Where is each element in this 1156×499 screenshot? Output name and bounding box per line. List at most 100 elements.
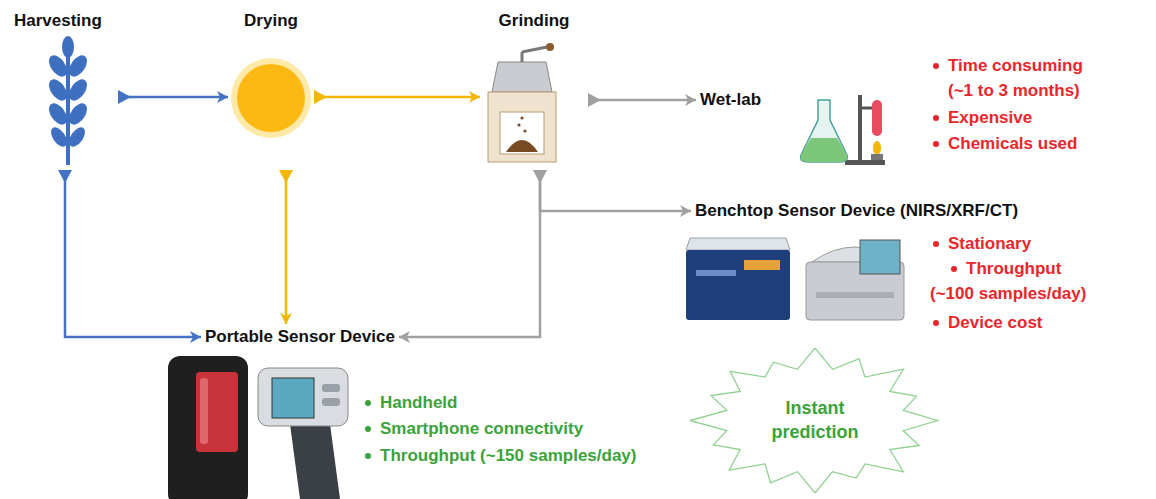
bullet-text: Stationary	[948, 231, 1031, 256]
stand-rod	[858, 95, 862, 161]
device-screen	[272, 378, 314, 418]
bullet-dot	[951, 266, 957, 272]
bullet-dot	[933, 115, 939, 121]
device-body	[686, 250, 790, 320]
grinder-shaft	[521, 52, 524, 62]
device-screen	[860, 240, 900, 274]
flow-arrow	[399, 170, 540, 337]
bullet-item: Handheld	[380, 390, 457, 415]
stand-base	[845, 160, 885, 165]
device-highlight	[200, 378, 208, 444]
bullet-dot	[933, 320, 939, 326]
node-text: Instant prediction	[755, 397, 875, 444]
wheat-grain	[45, 76, 70, 104]
flow-arrow	[314, 96, 480, 99]
bullet-text: Device cost	[948, 310, 1043, 335]
burner	[871, 154, 883, 160]
bullet-dot	[365, 426, 371, 432]
benchtop-nir-device	[686, 238, 790, 320]
sun-disc	[237, 64, 305, 132]
bullet-item: Chemicals used	[948, 131, 1077, 156]
lab-glassware-icon	[801, 95, 885, 165]
wheat-stem	[66, 50, 70, 165]
handheld-nir-device	[168, 356, 248, 499]
flask	[801, 100, 848, 162]
grinder-body	[488, 92, 556, 162]
stage-heading: Drying	[228, 8, 314, 170]
wheat-grain	[66, 125, 88, 150]
method-heading: Benchtop Sensor Device (NIRS/XRF/CT)	[691, 198, 1022, 224]
node-text: Benchtop Sensor Device (NIRS/XRF/CT)	[695, 200, 1018, 222]
powder-grain	[520, 116, 523, 119]
sun-glow	[231, 58, 311, 138]
bullet-item: Expensive	[948, 105, 1032, 130]
bullet-dot	[365, 400, 371, 406]
bullet-item: Device cost	[948, 310, 1043, 335]
node-text: Drying	[244, 10, 298, 32]
burner-flame	[873, 141, 881, 155]
device-lid	[686, 238, 790, 250]
device-stripe	[696, 270, 736, 276]
bullet-text: Time consuming (~1 to 3 months)	[948, 53, 1108, 103]
handheld-xrf-device	[258, 368, 348, 499]
powder-grain	[523, 129, 526, 132]
flow-arrow	[588, 99, 696, 102]
device-window	[744, 260, 780, 270]
callout-burst: Instant prediction	[690, 348, 940, 493]
starburst-outline	[690, 348, 940, 493]
node-text: Portable Sensor Device	[205, 326, 395, 348]
bullet-item: Time consuming (~1 to 3 months)	[948, 53, 1108, 103]
grinder-icon	[488, 43, 556, 162]
wheat-grain	[45, 52, 70, 80]
device-button	[322, 398, 340, 406]
powder-grain	[517, 123, 520, 126]
flow-arrow	[65, 170, 201, 337]
bullet-text: Expensive	[948, 105, 1032, 130]
bullet-dot	[933, 241, 939, 247]
bullet-dot	[365, 453, 371, 459]
bullet-item: Throughput (~100 samples/day)	[930, 256, 1102, 306]
method-heading: Portable Sensor Device	[201, 324, 399, 350]
benchtop-xrf-device	[806, 240, 904, 320]
starburst-path	[690, 348, 938, 493]
sun-icon	[231, 58, 311, 138]
bullet-text: Throughput (~150 samples/day)	[380, 443, 636, 468]
device-head	[258, 368, 348, 426]
node-text: Harvesting	[14, 10, 102, 32]
wheat-icon	[45, 36, 90, 165]
bullet-dot	[933, 141, 939, 147]
bullet-text: Smartphone connectivity	[380, 416, 583, 441]
bullet-item: Smartphone connectivity	[380, 416, 583, 441]
device-body	[168, 356, 248, 499]
grinder-knob	[546, 43, 554, 51]
stage-heading: Grinding	[480, 8, 588, 170]
bullet-dot	[933, 63, 939, 69]
node-text: Wet-lab	[700, 89, 761, 111]
method-heading: Wet-lab	[696, 87, 765, 113]
node-text: Grinding	[499, 10, 570, 32]
wheat-grain	[65, 76, 90, 104]
bullet-item: Throughput (~150 samples/day)	[380, 443, 636, 468]
flow-arrow	[285, 170, 288, 324]
grinder-crank	[522, 47, 547, 52]
grinder-hopper	[492, 62, 552, 92]
test-tube	[872, 100, 882, 136]
flask-liquid	[801, 138, 848, 162]
flow-arrow	[540, 170, 691, 211]
device-handle	[290, 424, 340, 499]
bullet-text: Throughput (~100 samples/day)	[930, 256, 1102, 306]
stage-heading: Harvesting	[10, 8, 118, 170]
wheat-grain	[62, 36, 74, 58]
device-button	[322, 384, 340, 392]
wheat-grain	[65, 100, 90, 128]
device-panel	[196, 372, 238, 452]
bullet-text: Chemicals used	[948, 131, 1077, 156]
device-slot	[816, 292, 894, 298]
flow-arrow	[118, 96, 228, 99]
wheat-grain	[65, 52, 90, 80]
grinder-opening	[500, 112, 544, 154]
wheat-grain	[45, 100, 70, 128]
wheat-grain	[48, 125, 70, 150]
bullet-item: Stationary	[948, 231, 1031, 256]
